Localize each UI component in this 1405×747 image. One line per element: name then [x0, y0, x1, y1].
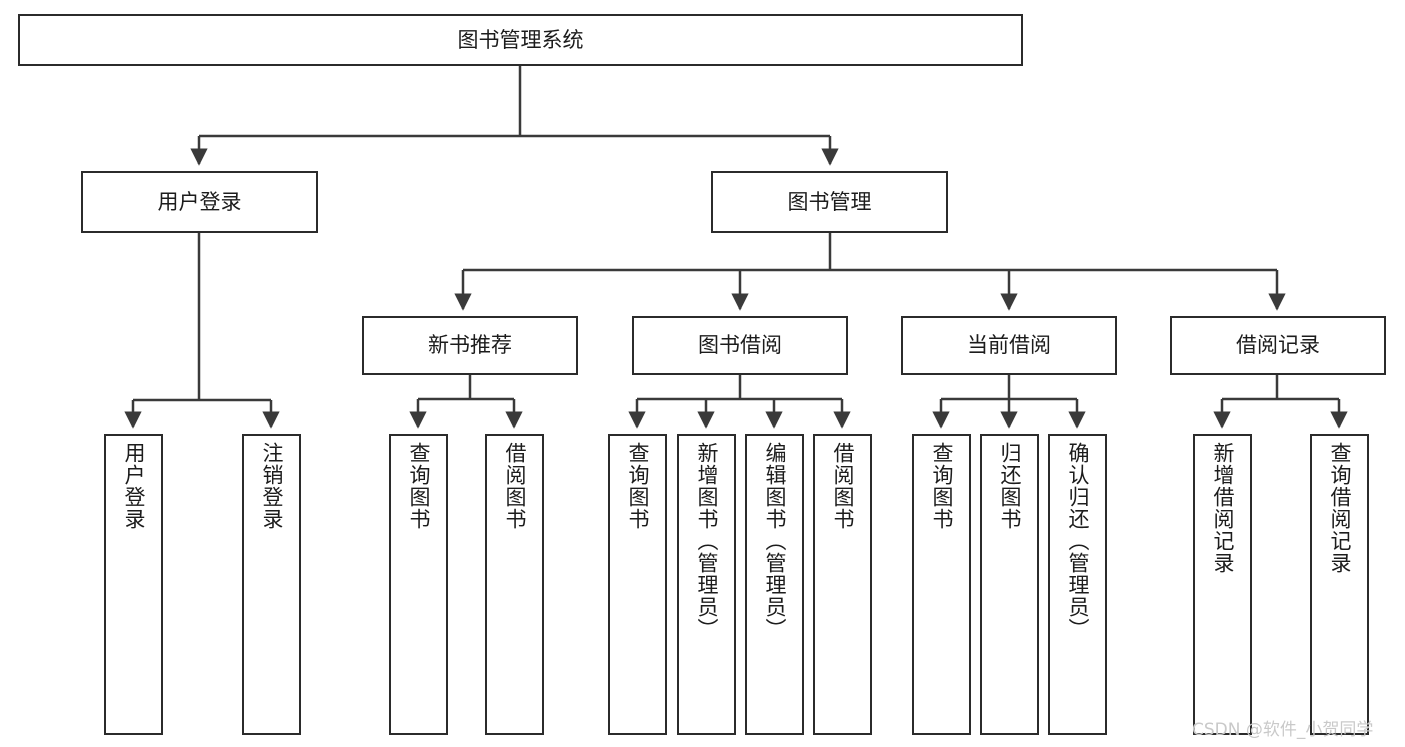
- node-leaf-add-record-label: 新增借阅记录: [1211, 442, 1235, 574]
- node-borrow-record-label: 借阅记录: [1236, 333, 1320, 358]
- node-leaf-edit-book-label: 编辑图书（管理员）: [763, 442, 787, 640]
- node-leaf-borrow-book-1[interactable]: 借阅图书: [485, 434, 544, 735]
- node-leaf-query-book-1[interactable]: 查询图书: [389, 434, 448, 735]
- node-leaf-user-login-label: 用户登录: [122, 442, 146, 530]
- node-current-borrow-label: 当前借阅: [967, 333, 1051, 358]
- node-root-label: 图书管理系统: [457, 27, 584, 52]
- node-leaf-user-login[interactable]: 用户登录: [104, 434, 163, 735]
- node-book-manage-label: 图书管理: [787, 189, 872, 214]
- node-leaf-query-record-label: 查询借阅记录: [1328, 442, 1352, 574]
- node-leaf-add-book[interactable]: 新增图书（管理员）: [677, 434, 736, 735]
- node-leaf-edit-book[interactable]: 编辑图书（管理员）: [745, 434, 804, 735]
- node-root[interactable]: 图书管理系统: [18, 14, 1023, 66]
- csdn-watermark: CSDN @软件_小贺同学: [1192, 720, 1374, 740]
- node-leaf-query-book-1-label: 查询图书: [407, 442, 431, 530]
- node-leaf-query-book-2[interactable]: 查询图书: [608, 434, 667, 735]
- node-leaf-borrow-book-2[interactable]: 借阅图书: [813, 434, 872, 735]
- node-new-book-rec-label: 新书推荐: [428, 333, 512, 358]
- node-leaf-add-book-label: 新增图书（管理员）: [695, 442, 719, 640]
- node-current-borrow[interactable]: 当前借阅: [901, 316, 1117, 375]
- node-borrow-record[interactable]: 借阅记录: [1170, 316, 1386, 375]
- node-leaf-confirm-return-label: 确认归还（管理员）: [1066, 442, 1090, 640]
- node-book-borrow-label: 图书借阅: [698, 333, 782, 358]
- node-book-borrow[interactable]: 图书借阅: [632, 316, 848, 375]
- node-leaf-return-book[interactable]: 归还图书: [980, 434, 1039, 735]
- node-leaf-query-book-3-label: 查询图书: [930, 442, 954, 530]
- node-leaf-borrow-book-2-label: 借阅图书: [831, 442, 855, 530]
- node-leaf-add-record[interactable]: 新增借阅记录: [1193, 434, 1252, 735]
- node-book-manage[interactable]: 图书管理: [711, 171, 948, 233]
- node-new-book-rec[interactable]: 新书推荐: [362, 316, 578, 375]
- node-leaf-query-book-2-label: 查询图书: [626, 442, 650, 530]
- node-leaf-borrow-book-1-label: 借阅图书: [503, 442, 527, 530]
- node-leaf-query-book-3[interactable]: 查询图书: [912, 434, 971, 735]
- node-leaf-query-record[interactable]: 查询借阅记录: [1310, 434, 1369, 735]
- node-leaf-logout-label: 注销登录: [260, 442, 284, 530]
- node-leaf-return-book-label: 归还图书: [998, 442, 1022, 530]
- node-leaf-logout[interactable]: 注销登录: [242, 434, 301, 735]
- node-leaf-confirm-return[interactable]: 确认归还（管理员）: [1048, 434, 1107, 735]
- node-user-login[interactable]: 用户登录: [81, 171, 318, 233]
- node-user-login-label: 用户登录: [157, 189, 242, 214]
